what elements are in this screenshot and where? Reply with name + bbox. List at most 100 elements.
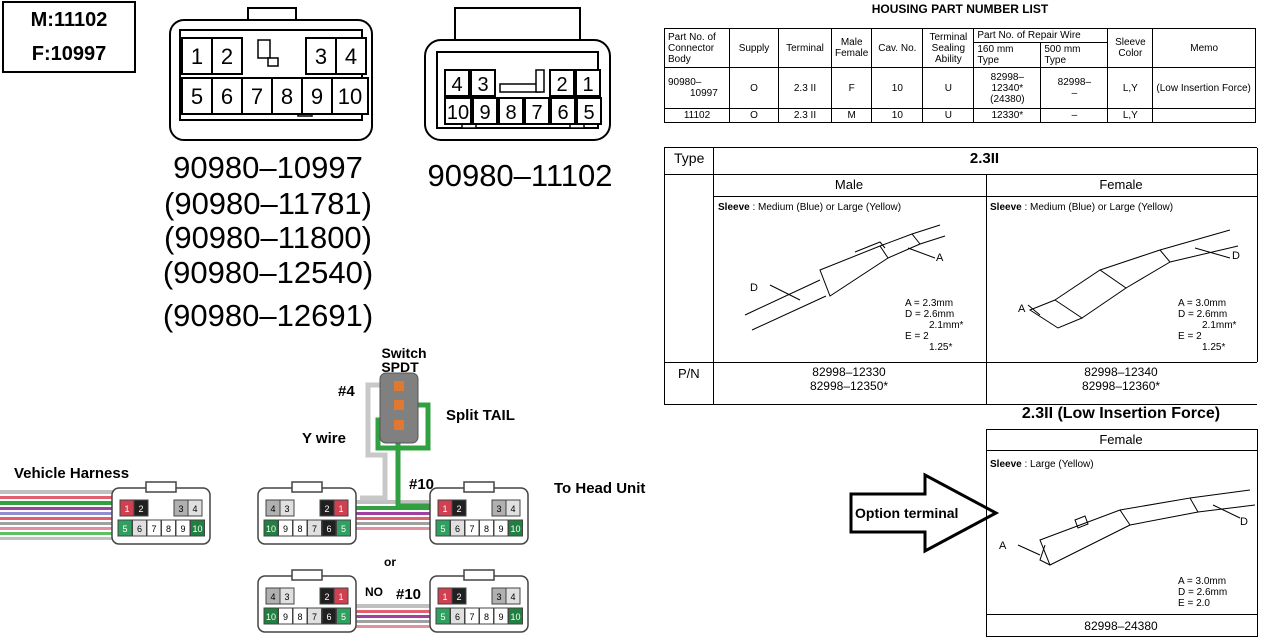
badge-female: F:10997 (32, 43, 107, 65)
header-repair-wire: Part No. of Repair Wire (973, 28, 1109, 43)
header-cav-no: Cav. No. (871, 28, 924, 68)
mini-pin-label: 1 (124, 504, 129, 514)
cell-mf: F (830, 67, 873, 109)
pin-label: 8 (281, 84, 293, 109)
mini-pin-label: 4 (510, 504, 515, 514)
pin-label: 6 (557, 102, 568, 124)
pin10-label-alt: #10 (396, 586, 421, 603)
pin-label: 5 (583, 102, 594, 124)
header-memo: Memo (1152, 28, 1256, 68)
part-number: (90980–11800) (164, 220, 372, 255)
low-insertion-part-number: 82998–24380 (1084, 619, 1158, 633)
mini-pin-label: 9 (180, 524, 185, 534)
low-insertion-terminal-drawing (1017, 489, 1256, 566)
mini-pin-label: 2 (456, 504, 461, 514)
part-number-badge (2, 1, 136, 73)
part-number: (90980–12540) (163, 255, 373, 290)
cell-w500: – (1040, 108, 1109, 123)
header-sealing: Terminal Sealing Ability (922, 28, 975, 68)
cell-part-no: 90980–10997 (664, 67, 730, 109)
pin-label: 4 (451, 74, 462, 96)
switch-terminal (394, 381, 404, 391)
male-terminal-drawing (744, 224, 946, 331)
pin-label: 3 (315, 44, 327, 69)
mini-pin-label: 3 (178, 504, 183, 514)
mini-pin-label: 9 (498, 612, 503, 622)
female-sleeve: Sleeve : Medium (Blue) or Large (Yellow) (990, 202, 1174, 213)
cell-part-no: 11102 (664, 108, 730, 123)
cell-terminal: 2.3 II (778, 108, 832, 123)
table-row: 90980–10997 O 2.3 II F 10 U 82998–12340*… (664, 67, 1256, 109)
low-insertion-dimensions: A = 3.0mm D = 2.6mm E = 2.0 (1178, 576, 1228, 609)
mini-pin-label: 3 (496, 592, 501, 602)
connector-b-part-number: 90980–11102 (427, 158, 612, 193)
mini-pin-label: 7 (469, 524, 474, 534)
vehicle-harness-wires (0, 490, 118, 540)
option-terminal-arrow (849, 472, 1000, 554)
cell-cav: 10 (871, 67, 924, 109)
pin-label: 10 (338, 84, 362, 109)
dim-letter-d: D (1240, 516, 1248, 528)
mini-pin-label: 6 (455, 524, 460, 534)
mini-pin-label: 2 (324, 592, 329, 602)
pin-label: 9 (311, 84, 323, 109)
mini-pin-label: 2 (324, 504, 329, 514)
mini-pin-label: 10 (266, 524, 276, 534)
mini-pin-label: 6 (137, 524, 142, 534)
mini-pin-label: 8 (484, 524, 489, 534)
connector-a-part-numbers: 90980–10997 (90980–11781) (90980–11800) … (163, 150, 373, 333)
female-terminal-drawing (1027, 229, 1239, 329)
pin-label: 4 (345, 44, 357, 69)
cell-supply: O (729, 67, 779, 109)
switch-label: Switch (381, 345, 426, 361)
cell-w160: 12330* (973, 108, 1042, 123)
switch-terminal (394, 420, 404, 430)
housing-part-number-table: Part No. of Connector Body Supply Termin… (664, 28, 1256, 123)
cell-sleeve: L,Y (1107, 67, 1154, 109)
cell-mf: M (830, 108, 873, 123)
mini-pin-label: 6 (455, 612, 460, 622)
pin-label: 10 (447, 102, 469, 124)
mini-pin-label: 1 (442, 504, 447, 514)
header-sleeve: Sleeve Color (1107, 28, 1154, 68)
male-part-numbers: 82998–12330 82998–12350* (809, 365, 889, 393)
dim-letter-a: A (936, 252, 944, 264)
mini-pin-label: 2 (456, 592, 461, 602)
female-dimensions: A = 3.0mm D = 2.6mm 2.1mm* E = 2 1.25* (1178, 298, 1237, 353)
cell-cav: 10 (871, 108, 924, 123)
mini-pin-label: 8 (297, 612, 302, 622)
cell-terminal: 2.3 II (778, 67, 832, 109)
to-head-unit-label: To Head Unit (554, 480, 645, 497)
mini-pin-label: 6 (326, 524, 331, 534)
mini-pin-label: 3 (284, 504, 289, 514)
mini-pin-label: 8 (166, 524, 171, 534)
mini-pin-label: 1 (338, 592, 343, 602)
mini-pin-label: 10 (266, 612, 276, 622)
mini-pin-label: 10 (192, 524, 202, 534)
dim-letter-d: D (750, 282, 758, 294)
cell-supply: O (729, 108, 779, 123)
mini-pin-label: 3 (284, 592, 289, 602)
header-supply: Supply (729, 28, 779, 68)
header-160mm: 160 mm Type (973, 42, 1042, 68)
mini-pin-label: 9 (498, 524, 503, 534)
mini-pin-label: 5 (341, 524, 346, 534)
mini-pin-label: 1 (338, 504, 343, 514)
pn-label: P/N (678, 366, 700, 381)
switch-type-label: SPDT (381, 359, 419, 375)
table-row: Part No. of Connector Body Supply Termin… (664, 28, 1256, 68)
mini-pin-label: 2 (138, 504, 143, 514)
pin-label: 1 (191, 44, 203, 69)
or-label: or (384, 555, 396, 569)
table-row: 160 mm Type 500 mm Type (665, 42, 1256, 68)
pin-label: 6 (221, 84, 233, 109)
part-number: 90980–10997 (173, 150, 363, 185)
mini-pin-label: 8 (297, 524, 302, 534)
type-value: 2.3II (969, 150, 1000, 167)
header-part-no: Part No. of Connector Body (664, 28, 730, 68)
low-insertion-sleeve: Sleeve : Large (Yellow) (990, 459, 1094, 470)
mini-pin-label: 7 (469, 612, 474, 622)
